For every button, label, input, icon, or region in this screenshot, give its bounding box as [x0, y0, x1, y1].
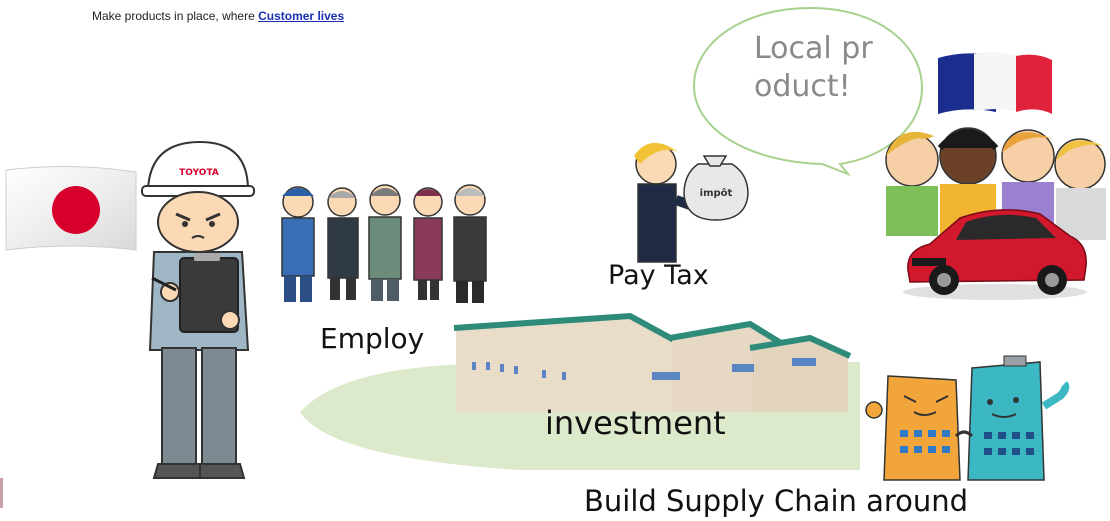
employee-3 [368, 184, 402, 301]
header-text: Make products in place, where [92, 9, 259, 23]
helmet-logo: TOYOTA [179, 168, 219, 178]
building-teal [967, 355, 1070, 481]
toyota-worker-illustration: TOYOTA [141, 140, 255, 479]
red-car-illustration [903, 209, 1087, 300]
building-orange [865, 375, 961, 481]
employee-1 [281, 186, 315, 302]
employ-label: Employ [320, 322, 425, 355]
tax-bag-label: impôt [700, 187, 733, 199]
speech-bubble [692, 6, 924, 177]
japan-flag-icon [5, 165, 137, 251]
supply-chain-label: Build Supply Chain around [584, 484, 969, 518]
pay-tax-label: Pay Tax [608, 260, 709, 291]
left-edge-mark [0, 478, 3, 508]
tax-bag-icon: impôt [683, 155, 749, 221]
employees-illustration [281, 184, 487, 303]
france-flag-icon [938, 52, 1052, 114]
investment-label: investment [545, 404, 726, 442]
customer-lives-link[interactable]: Customer lives [258, 9, 345, 23]
factory-illustration [453, 312, 852, 412]
employee-2 [327, 187, 359, 300]
employee-5 [453, 184, 487, 303]
header-line: Make products in place, where Customer l… [92, 9, 344, 23]
supply-chain-buildings-illustration [865, 355, 1070, 481]
tax-payer-illustration: impôt [634, 142, 749, 263]
employee-4 [413, 187, 443, 300]
customer-1 [885, 131, 939, 236]
speech-bubble-text: Local product! [754, 31, 873, 104]
